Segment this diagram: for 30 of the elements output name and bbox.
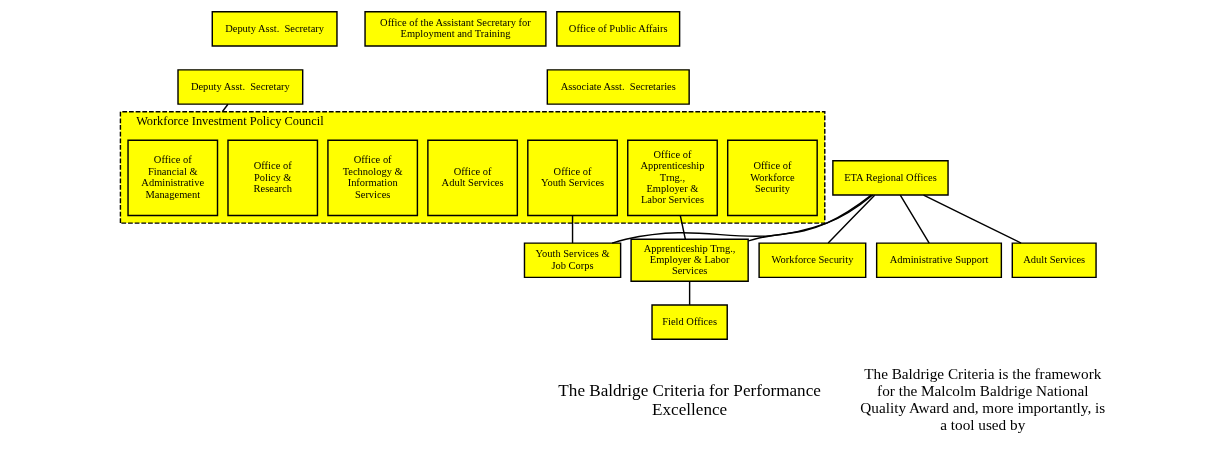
connector [610,194,873,244]
node-box: Office of Apprenticeship Trng., Employer & Labor Services [626,139,718,217]
node-box: Deputy Asst. Secretary [211,11,338,47]
node-box: Administrative Support [875,242,1002,279]
node-box: Office of the Assistant Secretary for Employment and Training [363,11,547,47]
label: The Baldrige Criteria is the framework for the Malcolm Baldrige National Quality Award and, more importantly, is a tool used by [859,365,1105,434]
connector [679,215,686,240]
node-box: Adult Services [1011,242,1097,279]
node-box: Office of Adult Services [426,139,518,217]
node-box: Office of Financial & Administrative Management [126,139,218,217]
connector [221,103,229,113]
label: The Baldrige Criteria for Performance Excellence [557,380,821,419]
connector [826,194,875,244]
node-box: Office of Youth Services [526,139,618,217]
node-box: Office of Public Affairs [555,11,680,47]
node-box: Field Offices [650,304,728,340]
connector [688,280,690,306]
connector [747,194,872,242]
node-box: Office of Workforce Security [726,139,818,217]
node-box: Office of Technology & Information Services [326,139,418,217]
node-box: ETA Regional Offices [831,160,949,196]
node-box: Workforce Security [757,242,866,279]
node-box: Office of Policy & Research [226,139,318,217]
connector [571,215,573,244]
connector [899,194,930,244]
node-box: Apprenticeship Trng., Employer & Labor Services [629,238,749,282]
node-box: Associate Asst. Secretaries [546,69,690,105]
node-box: Deputy Asst. Secretary [176,69,303,105]
node-box: Youth Services & Job Corps [523,242,621,279]
connector [922,194,1022,244]
